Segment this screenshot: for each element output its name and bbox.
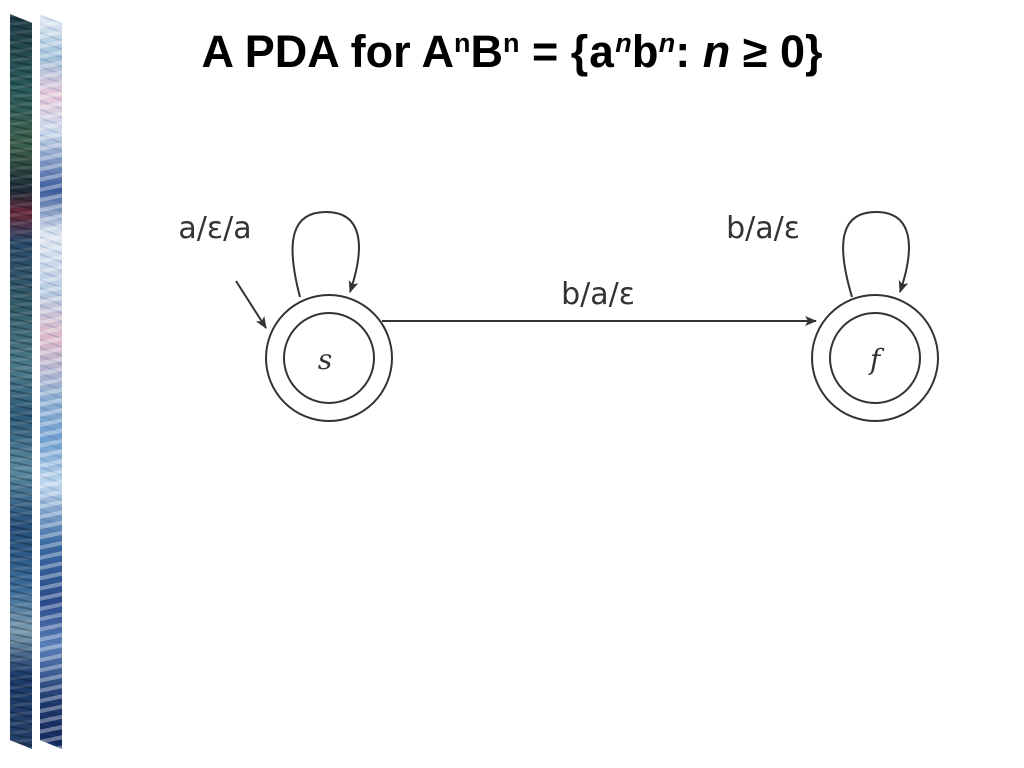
state-s-label: s	[318, 343, 332, 376]
transition-s-to-f-label: b/a/ε	[561, 277, 635, 312]
state-f-label: f	[868, 343, 885, 376]
decorative-art-strip-dark	[10, 14, 32, 749]
state-f-inner-circle	[829, 312, 921, 404]
transition-f-loop	[842, 210, 910, 298]
state-s-inner-circle	[283, 312, 375, 404]
transition-f-loop-label: b/a/ε	[726, 211, 800, 246]
state-f-outer-circle	[811, 294, 939, 422]
state-f: f	[811, 294, 939, 422]
state-s: s	[265, 294, 393, 422]
slide-title: A PDA for AnBn = {anbn: n ≥ 0}	[201, 26, 823, 81]
state-s-outer-circle	[265, 294, 393, 422]
transition-s-loop	[291, 210, 360, 298]
transition-s-loop-label: a/ε/a	[178, 211, 251, 246]
decorative-art-strip-light	[40, 14, 62, 749]
start-arrow	[235, 280, 267, 329]
